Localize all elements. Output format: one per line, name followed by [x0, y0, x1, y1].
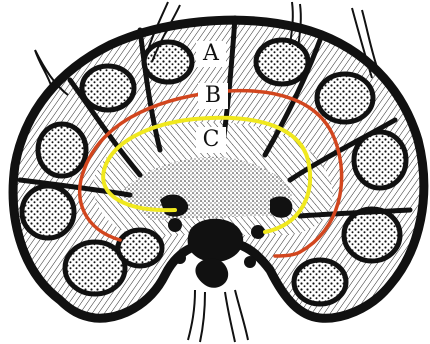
zone-label-b: B [198, 83, 228, 109]
zone-label-c: C [196, 127, 226, 153]
zone-label-a: A [196, 41, 226, 67]
